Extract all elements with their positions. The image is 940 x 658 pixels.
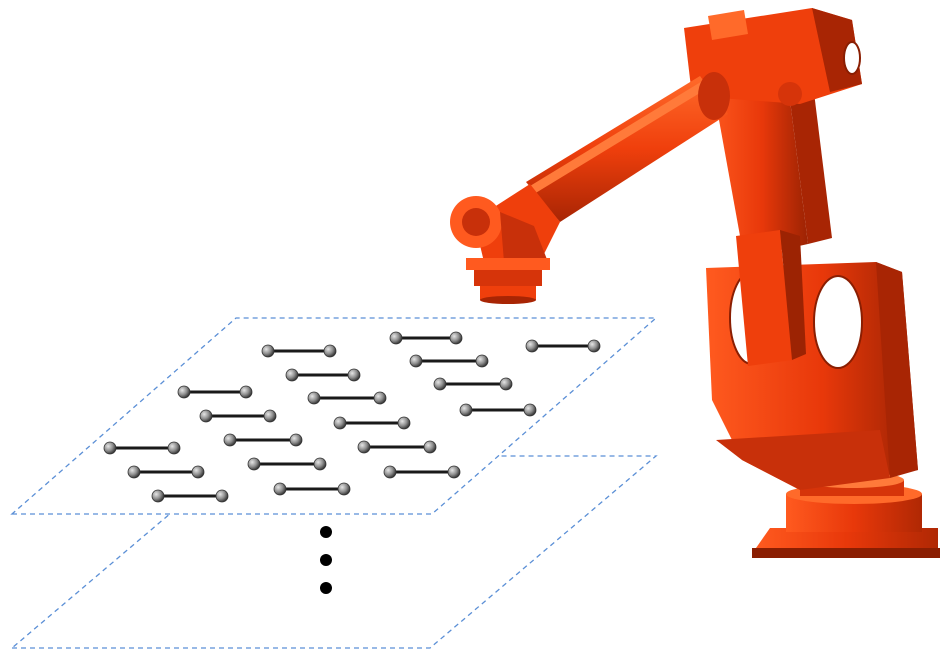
robot-shoulder: [684, 8, 862, 106]
part-dumbbell: [261, 344, 337, 358]
part-dumbbell: [389, 331, 463, 345]
robot-wrist: [450, 184, 560, 262]
robot-base: [752, 472, 940, 558]
part-node: [475, 354, 489, 368]
part-node: [333, 416, 347, 430]
part-dumbbell: [433, 377, 513, 391]
part-dumbbell: [223, 433, 303, 447]
part-node: [127, 465, 141, 479]
part-dumbbell: [525, 339, 601, 353]
part-dumbbell: [357, 440, 437, 454]
part-dumbbell: [307, 391, 387, 405]
part-node: [383, 465, 397, 479]
part-node: [525, 339, 539, 353]
part-node: [103, 441, 117, 455]
robot-end-effector: [466, 258, 550, 304]
part-dumbbell: [459, 403, 537, 417]
part-node: [449, 331, 463, 345]
part-node: [239, 385, 253, 399]
part-dumbbell: [409, 354, 489, 368]
ellipsis-dots: [320, 526, 332, 594]
part-dumbbell: [177, 385, 253, 399]
parts-group: [103, 331, 601, 503]
part-node: [261, 344, 275, 358]
part-dumbbell: [127, 465, 205, 479]
part-node: [389, 331, 403, 345]
part-dumbbell: [333, 416, 411, 430]
part-dumbbell: [103, 441, 181, 455]
part-dumbbell: [151, 489, 229, 503]
part-node: [397, 416, 411, 430]
part-dumbbell: [199, 409, 277, 423]
part-node: [409, 354, 423, 368]
part-dumbbell: [285, 368, 361, 382]
part-node: [323, 344, 337, 358]
top-layer-plane: [10, 317, 658, 515]
part-node: [357, 440, 371, 454]
bottom-layer-plane: [10, 455, 658, 649]
part-node: [587, 339, 601, 353]
part-node: [285, 368, 299, 382]
part-node: [523, 403, 537, 417]
robot-arm-icon: [450, 8, 940, 558]
part-node: [423, 440, 437, 454]
ellipsis-dot: [320, 582, 332, 594]
part-node: [433, 377, 447, 391]
part-node: [263, 409, 277, 423]
part-node: [167, 441, 181, 455]
part-node: [199, 409, 213, 423]
part-node: [151, 489, 165, 503]
robot-body: [706, 262, 918, 490]
part-node: [347, 368, 361, 382]
part-dumbbell: [383, 465, 461, 479]
ellipsis-dot: [320, 554, 332, 566]
ellipsis-dot: [320, 526, 332, 538]
part-node: [289, 433, 303, 447]
part-node: [459, 403, 473, 417]
part-node: [447, 465, 461, 479]
part-dumbbell: [273, 482, 351, 496]
part-dumbbell: [247, 457, 327, 471]
part-node: [307, 391, 321, 405]
robot-upper-arm: [526, 72, 730, 222]
part-node: [273, 482, 287, 496]
part-node: [337, 482, 351, 496]
part-node: [313, 457, 327, 471]
part-node: [247, 457, 261, 471]
part-node: [499, 377, 513, 391]
part-node: [215, 489, 229, 503]
part-node: [177, 385, 191, 399]
part-node: [223, 433, 237, 447]
part-node: [191, 465, 205, 479]
part-node: [373, 391, 387, 405]
